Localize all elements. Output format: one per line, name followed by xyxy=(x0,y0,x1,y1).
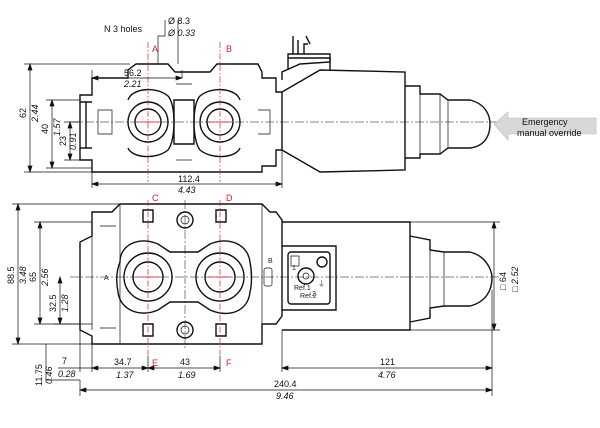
connector-ref: Ref.1 xyxy=(294,285,311,292)
dim-40-in: 1.57 xyxy=(52,117,62,136)
port-label-d: D xyxy=(226,193,233,203)
dim-34-7-mm: 34.7 xyxy=(114,357,132,367)
dim-40-mm: 40 xyxy=(40,124,50,134)
connector-ref2: Ref.2 xyxy=(300,293,317,300)
connector-pin2: 2 xyxy=(312,291,316,298)
dim-88-5-in: 3.48 xyxy=(18,266,28,284)
port-label-c: C xyxy=(152,193,159,203)
connector-screw-icon xyxy=(316,256,328,268)
emergency-line1: Emergency xyxy=(522,117,568,127)
dim-112-4-mm: 112.4 xyxy=(178,174,200,184)
top-connector-box xyxy=(288,57,331,70)
dim-7-in: 0.28 xyxy=(58,369,76,379)
dim-56-2-in: 2.21 xyxy=(123,79,142,89)
dim-7-mm: 7 xyxy=(62,356,67,366)
top-view: A B N 3 holes Ø 8.3 Ø 0.33 56.2 2.21 112… xyxy=(18,16,500,195)
front-body-outline xyxy=(79,203,283,345)
dim-121-mm: 121 xyxy=(380,357,395,367)
dim-65-in: 2.56 xyxy=(40,268,50,287)
dim-121-in: 4.76 xyxy=(378,370,396,380)
emergency-arrow xyxy=(493,111,597,141)
front-connector xyxy=(282,245,337,311)
dim-240-4-mm: 240.4 xyxy=(274,379,297,389)
emergency-line2: manual override xyxy=(517,128,582,138)
connector-earth-icon: ⏚ xyxy=(318,280,325,288)
dim-43-in: 1.69 xyxy=(178,370,196,380)
dim-240-4-in: 9.46 xyxy=(276,391,294,401)
port-label-a-top: A xyxy=(152,44,158,54)
dim-23-in: 0.91 xyxy=(68,132,78,150)
dim-65-mm: 65 xyxy=(28,272,38,282)
connector-pin1: 1 xyxy=(292,265,296,272)
dim-62-mm: 62 xyxy=(18,108,28,118)
port-label-b-top: B xyxy=(226,44,232,54)
dim-23-mm: 23 xyxy=(58,136,68,146)
dim-34-7-in: 1.37 xyxy=(116,370,135,380)
holes-dia-mm: Ø 8.3 xyxy=(168,16,190,26)
holes-dia-in: Ø 0.33 xyxy=(167,28,195,38)
top-cable-pins xyxy=(292,35,311,54)
front-port-flange xyxy=(115,240,253,315)
dim-11-75-mm: 11.75 xyxy=(34,364,44,386)
dim-88-5-mm: 88.5 xyxy=(6,266,16,284)
dim-32-5-in: 1.28 xyxy=(60,294,70,312)
port-label-a-side: A xyxy=(104,275,109,282)
dim-112-4-in: 4.43 xyxy=(178,185,196,195)
dim-43-mm: 43 xyxy=(180,357,190,367)
dim-32-5-mm: 32.5 xyxy=(48,294,58,312)
dim-64-mm: □ 64 xyxy=(498,272,508,290)
holes-count-text: N 3 holes xyxy=(104,24,143,34)
emergency-override-callout: Emergency manual override xyxy=(493,111,597,141)
dim-62-in: 2.44 xyxy=(30,104,40,123)
dim-11-75-in: 0.46 xyxy=(44,366,54,384)
top-solenoid xyxy=(281,53,406,173)
front-view: 1 2 Ref.1 Ref.2 ⏚ C D E F A B 88.5 xyxy=(6,193,520,401)
connector-plate xyxy=(287,251,331,305)
port-label-b-side: B xyxy=(268,258,273,265)
dim-64-in: □ 2.52 xyxy=(510,267,520,292)
port-label-e: E xyxy=(152,358,158,368)
top-body-outline xyxy=(79,63,283,173)
front-solenoid-housing xyxy=(282,221,411,331)
connector-center-circle xyxy=(297,267,315,285)
port-label-f: F xyxy=(226,358,232,368)
top-override-cap xyxy=(405,85,491,159)
dim-56-2-mm: 56.2 xyxy=(124,68,142,78)
